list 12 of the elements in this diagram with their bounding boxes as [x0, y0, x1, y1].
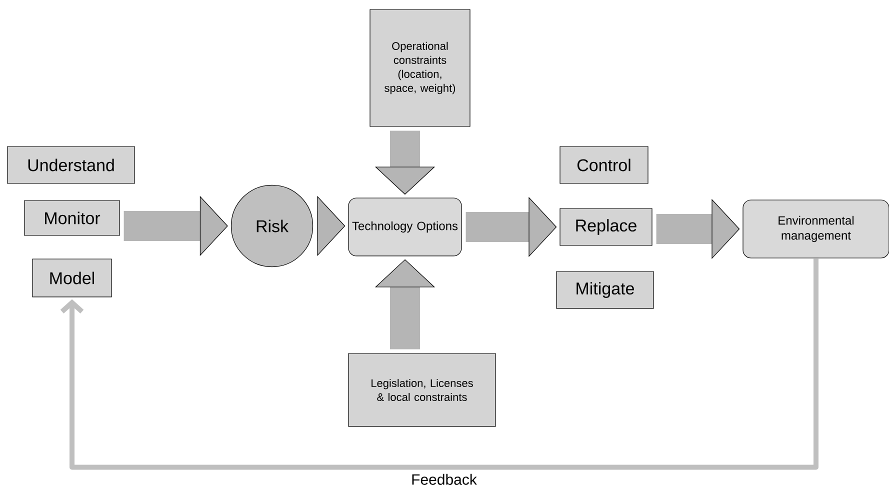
- process-box: Technology Options: [348, 198, 462, 256]
- activity-box: Model: [32, 258, 112, 298]
- activity-box: Monitor: [24, 200, 120, 236]
- action-box: Replace: [560, 208, 652, 246]
- activity-box: Understand: [7, 146, 135, 184]
- constraint-box: Legislation, Licenses & local constraints: [348, 353, 496, 427]
- edge-label: Feedback: [412, 474, 477, 485]
- feedback-arrow: [60, 258, 818, 470]
- action-box: Control: [560, 146, 648, 184]
- process-box: Environmental management: [742, 200, 889, 258]
- constraint-box: Operational constraints (location, space, weight): [370, 9, 470, 127]
- action-box: Mitigate: [556, 271, 654, 309]
